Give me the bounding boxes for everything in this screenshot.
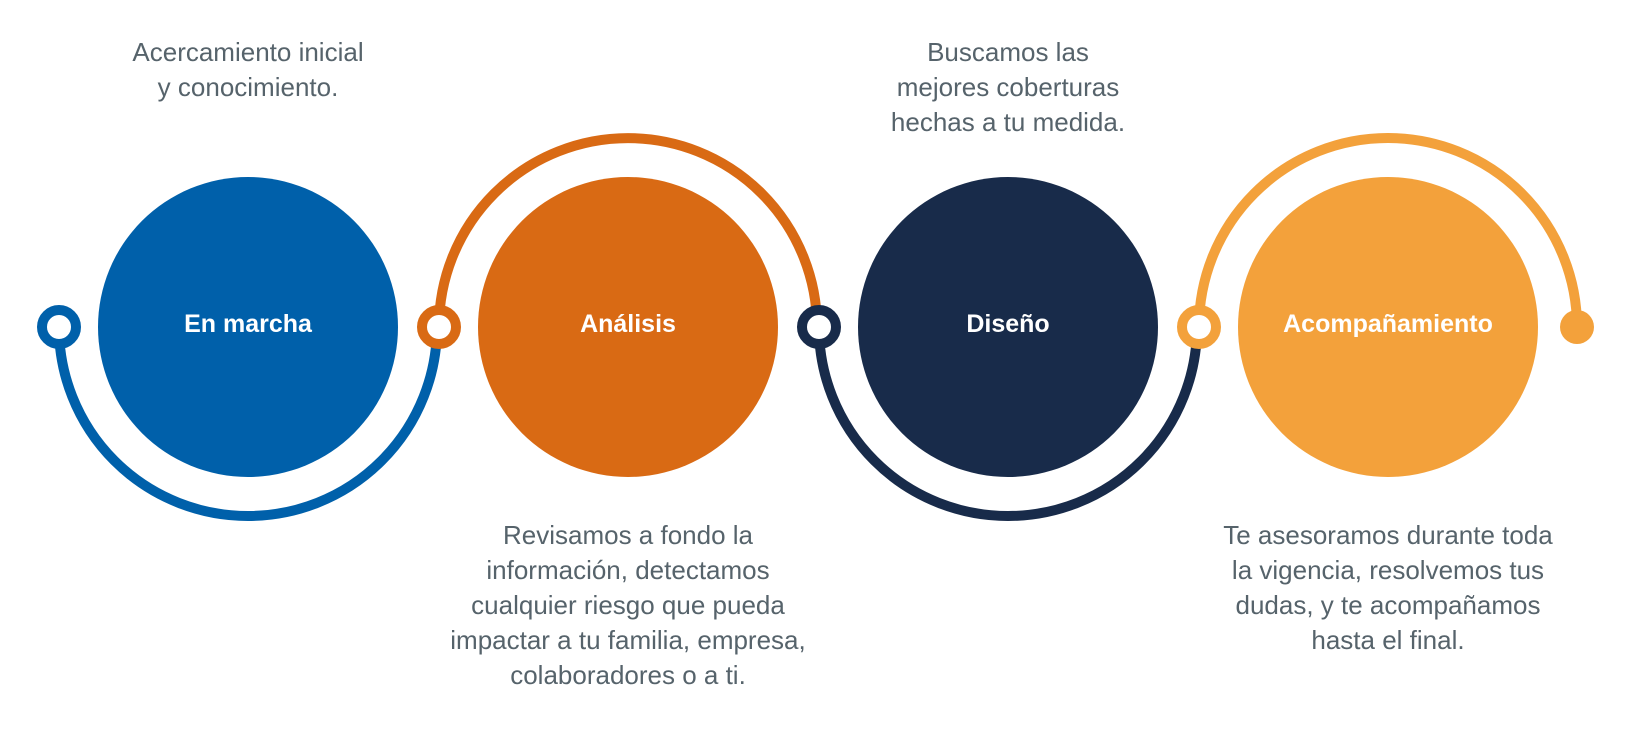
description-line: impactar a tu familia, empresa,: [450, 625, 806, 655]
step-2-title: Análisis: [580, 310, 676, 338]
description-line: colaboradores o a ti.: [510, 660, 746, 690]
arc-step-3: [814, 326, 1202, 521]
circle-step-3: [858, 177, 1158, 477]
description-line: hasta el final.: [1311, 625, 1465, 655]
step-3-title: Diseño: [966, 310, 1050, 338]
description-line: la vigencia, resolvemos tus: [1231, 555, 1545, 585]
step-1-title: En marcha: [184, 310, 312, 338]
arc-step-2: [434, 133, 822, 328]
description-line: hechas a tu medida.: [890, 107, 1126, 137]
description-line: Revisamos a fondo la: [502, 520, 754, 550]
description-line: Buscamos las: [927, 37, 1089, 67]
step-3-description: Buscamos las mejores coberturas hechas a…: [818, 35, 1198, 140]
description-line: Acercamiento inicial: [132, 37, 364, 67]
description-line: mejores coberturas: [896, 72, 1120, 102]
step-1-description: Acercamiento inicial y conocimiento.: [58, 35, 438, 105]
circle-step-4: [1238, 177, 1538, 477]
circle-step-2: [478, 177, 778, 477]
description-line: información, detectamos: [486, 555, 770, 585]
step-2-description: Revisamos a fondo la información, detect…: [438, 518, 818, 693]
ring-step-1: [37, 305, 81, 349]
ring-step-4: [1177, 305, 1221, 349]
end-dot: [1560, 310, 1594, 344]
circle-step-1: [98, 177, 398, 477]
step-4-title: Acompañamiento: [1283, 310, 1493, 338]
ring-step-3: [797, 305, 841, 349]
step-4-description: Te asesoramos durante toda la vigencia, …: [1198, 518, 1578, 658]
description-line: cualquier riesgo que pueda: [471, 590, 785, 620]
description-line: Te asesoramos durante toda: [1223, 520, 1553, 550]
description-line: y conocimiento.: [157, 72, 339, 102]
arc-step-4: [1194, 133, 1582, 328]
arc-step-1: [54, 326, 442, 521]
ring-step-2: [417, 305, 461, 349]
description-line: dudas, y te acompañamos: [1235, 590, 1541, 620]
